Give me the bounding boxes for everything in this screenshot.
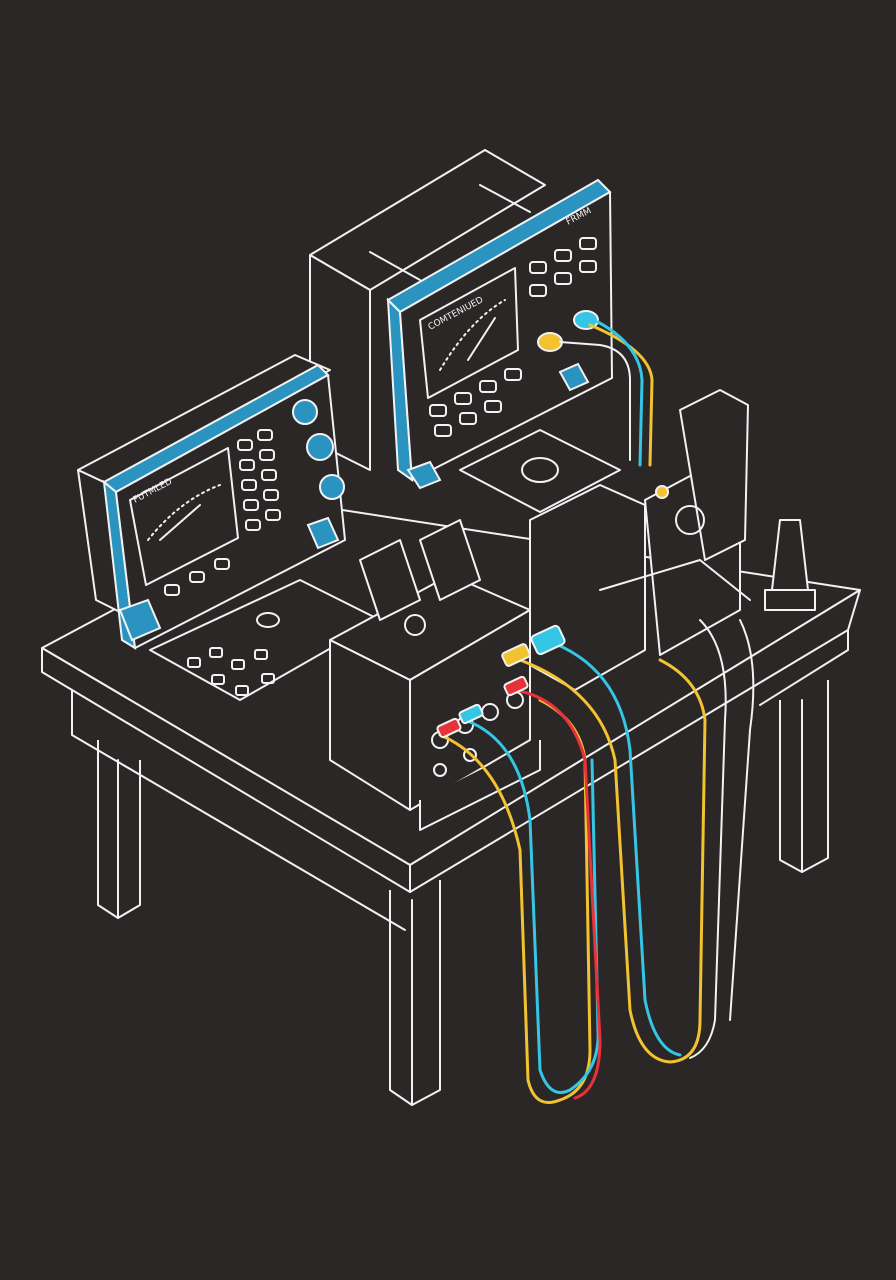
knob-icon [306, 433, 334, 461]
table-legs [97, 680, 829, 1106]
yellow-jack-icon [537, 332, 563, 352]
right-fixture [459, 389, 816, 691]
left-instrument: FUTMLED [77, 354, 346, 650]
right-instrument: COMTENIUED FRMM [309, 149, 613, 490]
knob-icon [319, 474, 345, 500]
knob-icon [292, 399, 318, 425]
cables [436, 320, 755, 1104]
